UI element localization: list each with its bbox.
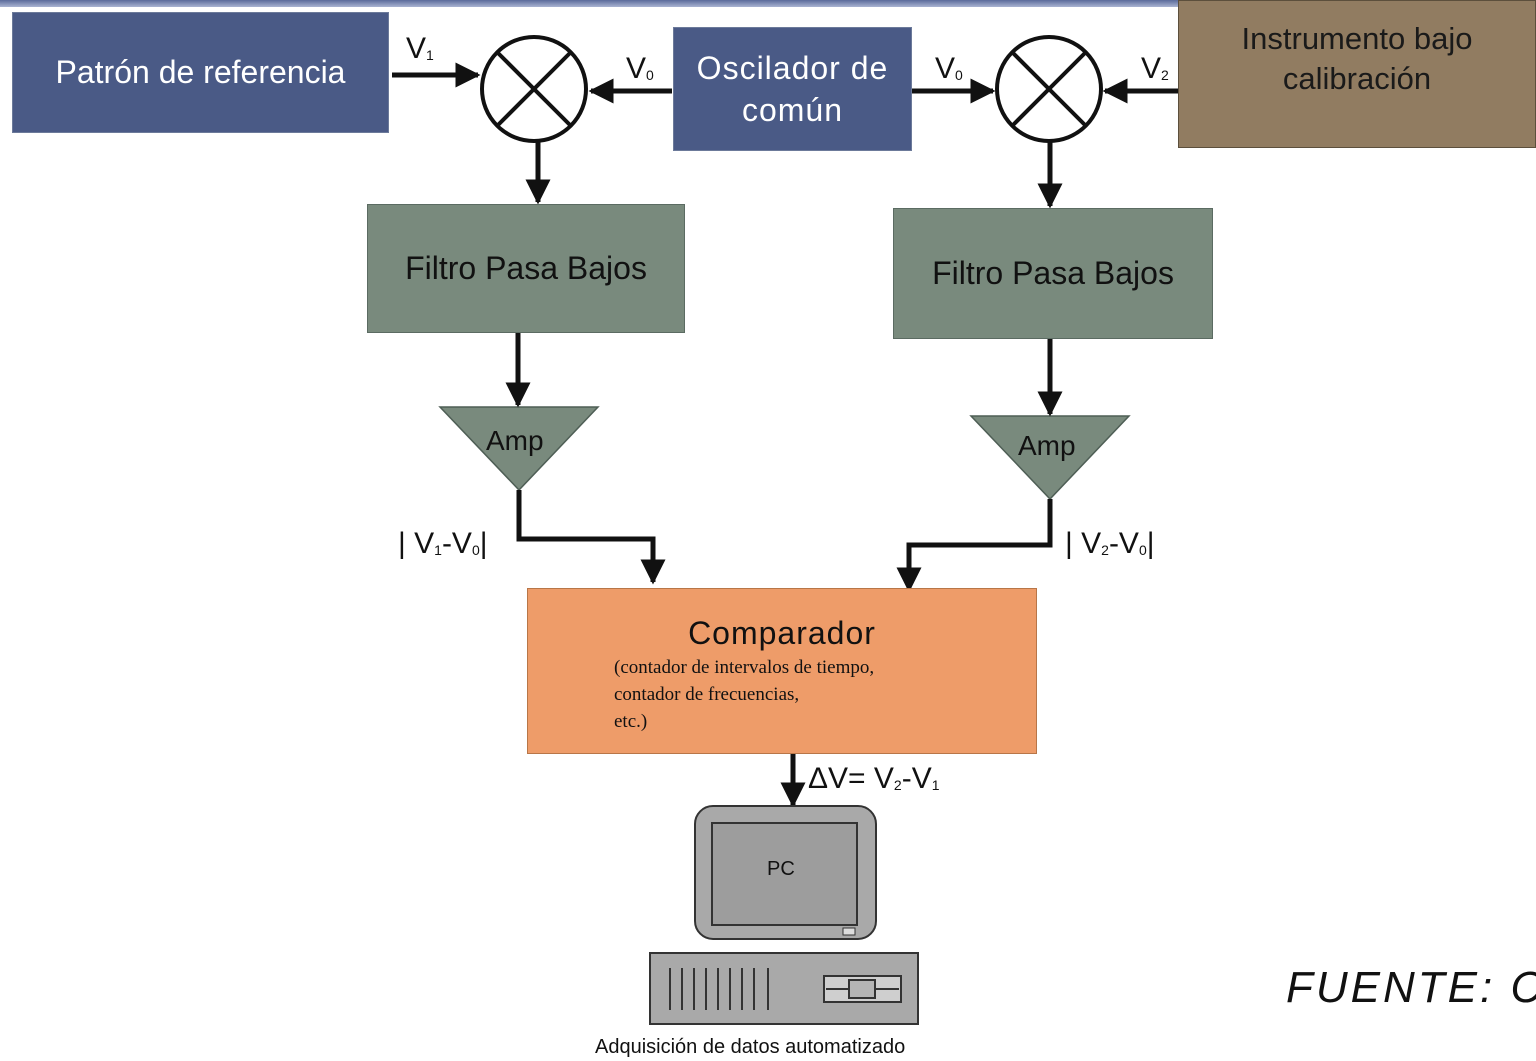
amp-right-label: Amp xyxy=(1018,430,1076,461)
block-oscilador-line1: Oscilador de xyxy=(696,50,889,86)
block-instrumento-line2: calibración xyxy=(1282,61,1432,96)
pc-case xyxy=(649,952,919,1025)
comparador-line: etc.) xyxy=(614,711,648,732)
mixer-left xyxy=(480,35,588,143)
comparador-description: (contador de intervalos de tiempo, conta… xyxy=(614,654,874,735)
arrow-amp-right-to-comparador xyxy=(896,499,1053,593)
mixer-right xyxy=(995,35,1103,143)
top-decorative-bar xyxy=(0,0,1536,7)
arrow-amp-left-to-comparador xyxy=(516,490,666,585)
pc-monitor xyxy=(694,805,877,940)
block-filtro-right-label: Filtro Pasa Bajos xyxy=(932,255,1174,291)
comparador-title: Comparador xyxy=(688,615,876,651)
signal-v0-left-label: V0 xyxy=(626,52,654,85)
block-oscilador-line2: común xyxy=(741,92,844,128)
block-patron-referencia: Patrón de referencia xyxy=(12,12,389,133)
comparador-line: (contador de intervalos de tiempo, xyxy=(614,657,875,678)
pc-caption: Adquisición de datos automatizado xyxy=(595,1036,906,1058)
block-instrumento-line1: Instrumento bajo xyxy=(1241,21,1473,56)
signal-v0-right-label: V0 xyxy=(935,52,963,85)
signal-diff-left-label: | V1-V0| xyxy=(398,527,488,560)
block-patron-label: Patrón de referencia xyxy=(55,54,346,90)
source-note: FUENTE: C xyxy=(1286,963,1536,1012)
pc-screen-label: PC xyxy=(767,858,795,880)
block-filtro-right: Filtro Pasa Bajos xyxy=(893,208,1213,339)
signal-v2-label: V2 xyxy=(1141,52,1169,85)
signal-v1-label: V1 xyxy=(406,32,434,65)
signal-delta-label: ΔV= V2-V1 xyxy=(808,762,940,795)
block-filtro-left-label: Filtro Pasa Bajos xyxy=(405,250,647,286)
block-filtro-left: Filtro Pasa Bajos xyxy=(367,204,685,333)
block-instrumento-bajo-calibracion: Instrumento bajo calibración xyxy=(1178,0,1536,148)
block-oscilador-comun: Oscilador de común xyxy=(673,27,912,151)
amp-left-label: Amp xyxy=(486,425,544,456)
block-comparador: Comparador (contador de intervalos de ti… xyxy=(527,588,1037,754)
signal-diff-right-label: | V2-V0| xyxy=(1065,527,1155,560)
comparador-line: contador de frecuencias, xyxy=(614,684,800,705)
